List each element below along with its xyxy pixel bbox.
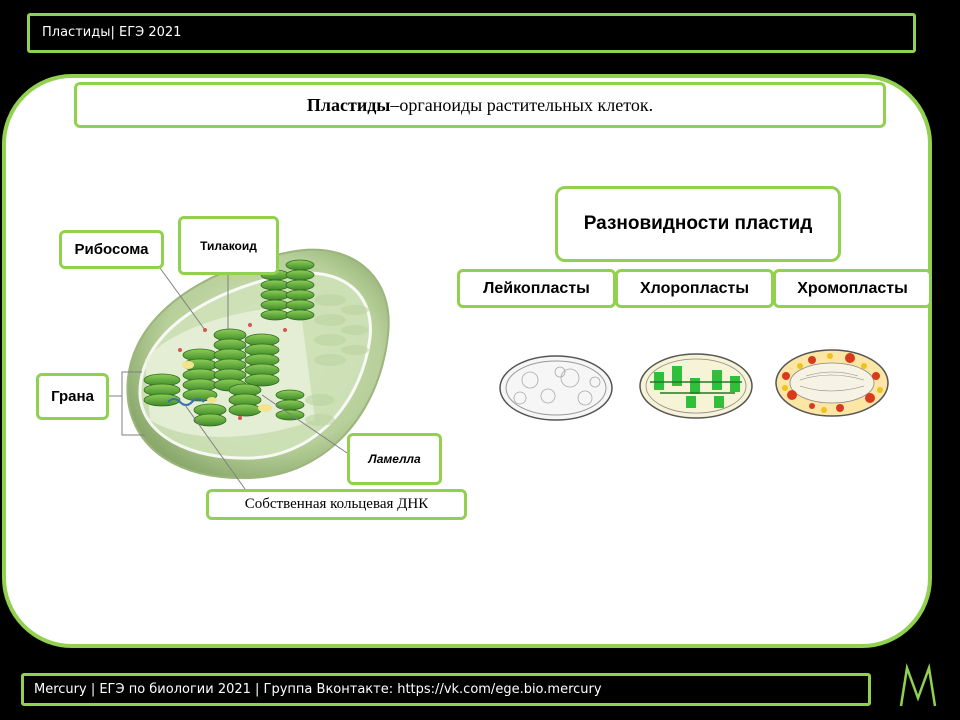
chloroplast-small-illustration [639, 353, 753, 419]
footer-text: Mercury | ЕГЭ по биологии 2021 | Группа … [34, 682, 602, 697]
type-leucoplasts: Лейкопласты [457, 269, 616, 308]
label-circular-dna: Собственная кольцевая ДНК [206, 489, 467, 520]
title-rest: –органоиды растительных клеток. [390, 94, 654, 115]
label-lamella: Ламелла [347, 433, 442, 485]
title-bold: Пластиды [306, 94, 391, 115]
chromoplast-illustration [775, 349, 889, 417]
type-chloroplasts: Хлоропласты [615, 269, 774, 308]
grana-stacks [143, 259, 369, 427]
plastid-types-title: Разновидности пластид [555, 186, 841, 262]
label-grana: Грана [36, 373, 109, 420]
label-thylakoid: Тилакоид [178, 216, 279, 275]
label-ribosome: Рибосома [59, 230, 164, 269]
slide-title: Пластиды–органоиды растительных клеток. [74, 82, 886, 128]
header-bar: Пластиды| ЕГЭ 2021 [27, 13, 916, 53]
leucoplast-illustration [499, 355, 613, 421]
mercury-logo-icon [899, 663, 937, 707]
header-title: Пластиды| ЕГЭ 2021 [42, 25, 182, 40]
pointer-lines [109, 267, 351, 490]
footer-bar: Mercury | ЕГЭ по биологии 2021 | Группа … [21, 673, 871, 706]
type-chromoplasts: Хромопласты [773, 269, 932, 308]
